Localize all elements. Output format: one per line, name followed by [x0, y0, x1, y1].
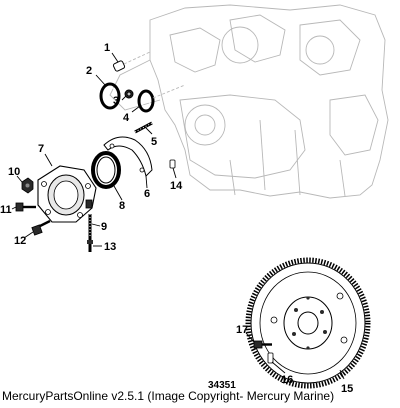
callout-7: 7 — [38, 143, 44, 155]
copyright-caption: MercuryPartsOnline v2.5.1 (Image Copyrig… — [2, 389, 335, 403]
part-11-bolt — [15, 202, 36, 212]
figure-number: 34351 — [208, 380, 236, 391]
callout-13: 13 — [104, 241, 116, 253]
callout-2: 2 — [86, 65, 92, 77]
part-1-dowel-pin — [112, 51, 151, 72]
callout-10: 10 — [8, 166, 20, 178]
part-15-flywheel — [245, 257, 371, 389]
part-13-stud — [87, 238, 93, 252]
callout-8: 8 — [119, 200, 125, 212]
part-7-seal-housing — [37, 165, 97, 223]
callout-numbers: 1 2 3 4 5 6 7 8 9 10 11 12 13 14 15 16 1… — [0, 42, 353, 395]
callout-9: 9 — [101, 221, 107, 233]
part-17-bolt — [253, 340, 272, 349]
callout-4: 4 — [123, 112, 130, 124]
callout-12: 12 — [14, 235, 26, 247]
part-2-o-ring — [99, 82, 121, 110]
part-14-pin — [169, 159, 176, 169]
callout-14: 14 — [170, 180, 183, 192]
part-12-bolt — [31, 219, 51, 236]
part-4-o-ring — [137, 84, 186, 113]
part-8-rear-main-seal — [91, 151, 121, 189]
part-10-nut — [21, 177, 34, 194]
callout-15: 15 — [341, 383, 353, 395]
part-6-gasket — [103, 136, 153, 177]
leader-lines — [11, 52, 345, 380]
callout-5: 5 — [151, 136, 157, 148]
callout-17: 17 — [236, 324, 248, 336]
callout-6: 6 — [144, 188, 150, 200]
part-16-dowel — [267, 352, 274, 364]
part-3-plug — [124, 89, 134, 99]
callout-16: 16 — [281, 374, 293, 386]
part-5-stud — [134, 121, 153, 134]
callout-11: 11 — [0, 204, 12, 216]
callout-1: 1 — [104, 42, 110, 54]
callout-3: 3 — [113, 95, 119, 107]
engine-block-ghost — [109, 4, 389, 199]
